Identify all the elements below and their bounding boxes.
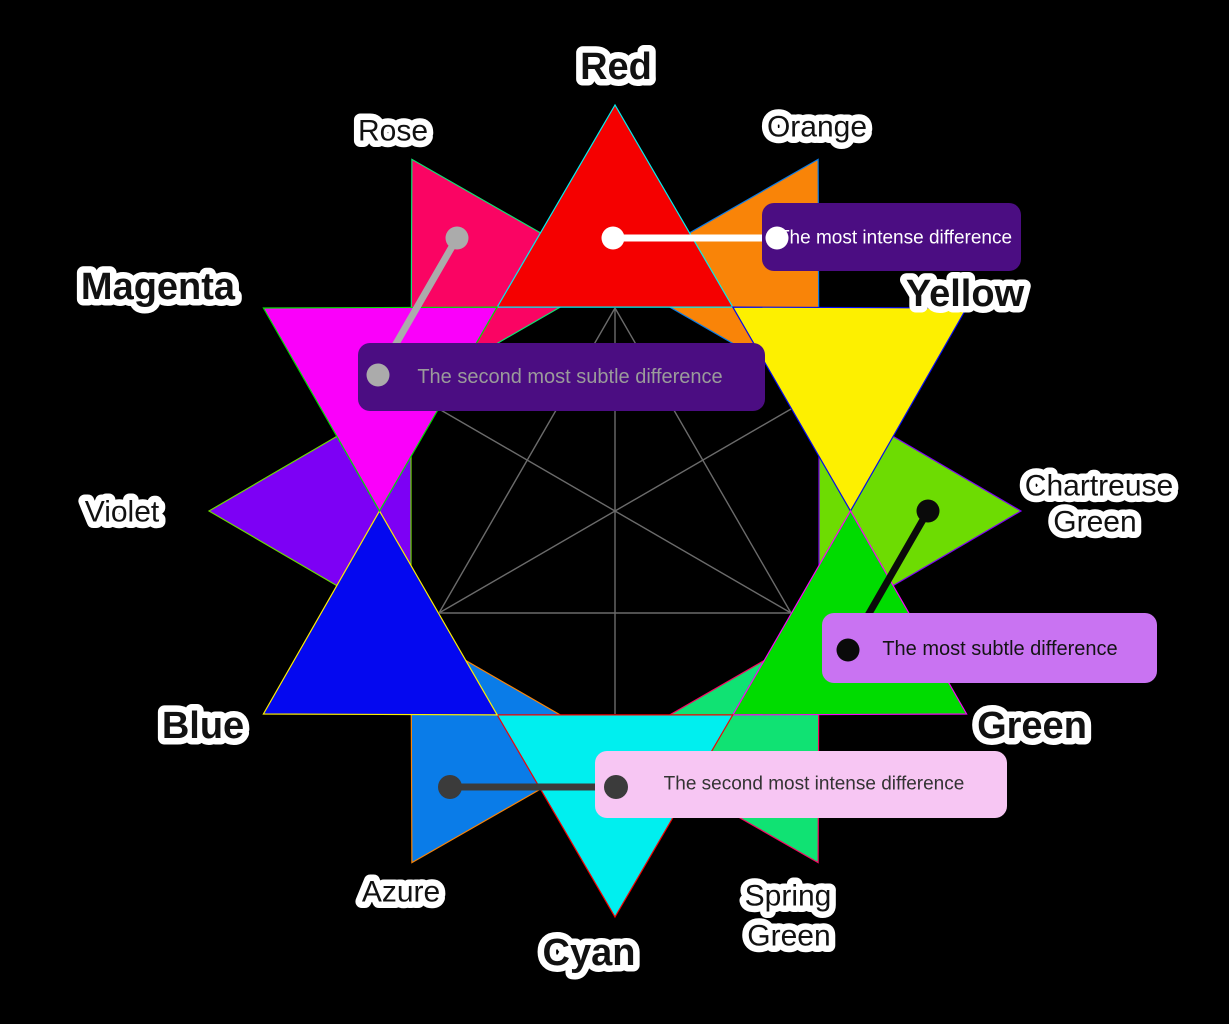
label-spring-line1: Spring — [745, 880, 832, 913]
connector-dot — [916, 499, 940, 523]
connector-dot — [604, 775, 628, 799]
label-chartreuse-line1: Chartreuse — [1025, 470, 1173, 503]
callout-second-most-subtle-text: The second most subtle difference — [417, 366, 722, 388]
label-azure: Azure — [362, 876, 440, 909]
label-violet: Violet — [85, 496, 160, 529]
label-rose: Rose — [358, 115, 428, 148]
label-spring-line2: Green — [747, 920, 830, 953]
label-cyan: Cyan — [543, 932, 636, 974]
callout-most-subtle-box — [822, 613, 1157, 683]
connector-dot — [445, 226, 469, 250]
callout-second-most-intense-text: The second most intense difference — [664, 774, 965, 795]
connector-dot — [765, 226, 789, 250]
connector-dot — [836, 638, 860, 662]
label-yellow: Yellow — [906, 273, 1025, 315]
label-red: Red — [580, 46, 652, 88]
triangle-red — [496, 103, 734, 308]
callout-most-intense-text: The most intense difference — [778, 228, 1012, 249]
connector-dot — [438, 775, 462, 799]
label-magenta: Magenta — [81, 266, 236, 308]
triangle-blue — [262, 509, 499, 716]
label-orange: Orange — [767, 111, 867, 144]
callout-most-subtle-text: The most subtle difference — [882, 638, 1117, 660]
label-chartreuse-line2: Green — [1053, 506, 1136, 539]
connector-dot — [601, 226, 625, 250]
label-blue: Blue — [162, 705, 244, 747]
callout-second-most-subtle-box — [358, 343, 765, 411]
label-green: Green — [977, 705, 1087, 747]
callout-most-intense-box — [762, 203, 1021, 271]
triangle-yellow — [731, 306, 968, 513]
connector-dot — [366, 363, 390, 387]
callout-second-most-intense-box — [595, 751, 1007, 818]
complementary-line-magenta-green — [438, 408, 792, 614]
